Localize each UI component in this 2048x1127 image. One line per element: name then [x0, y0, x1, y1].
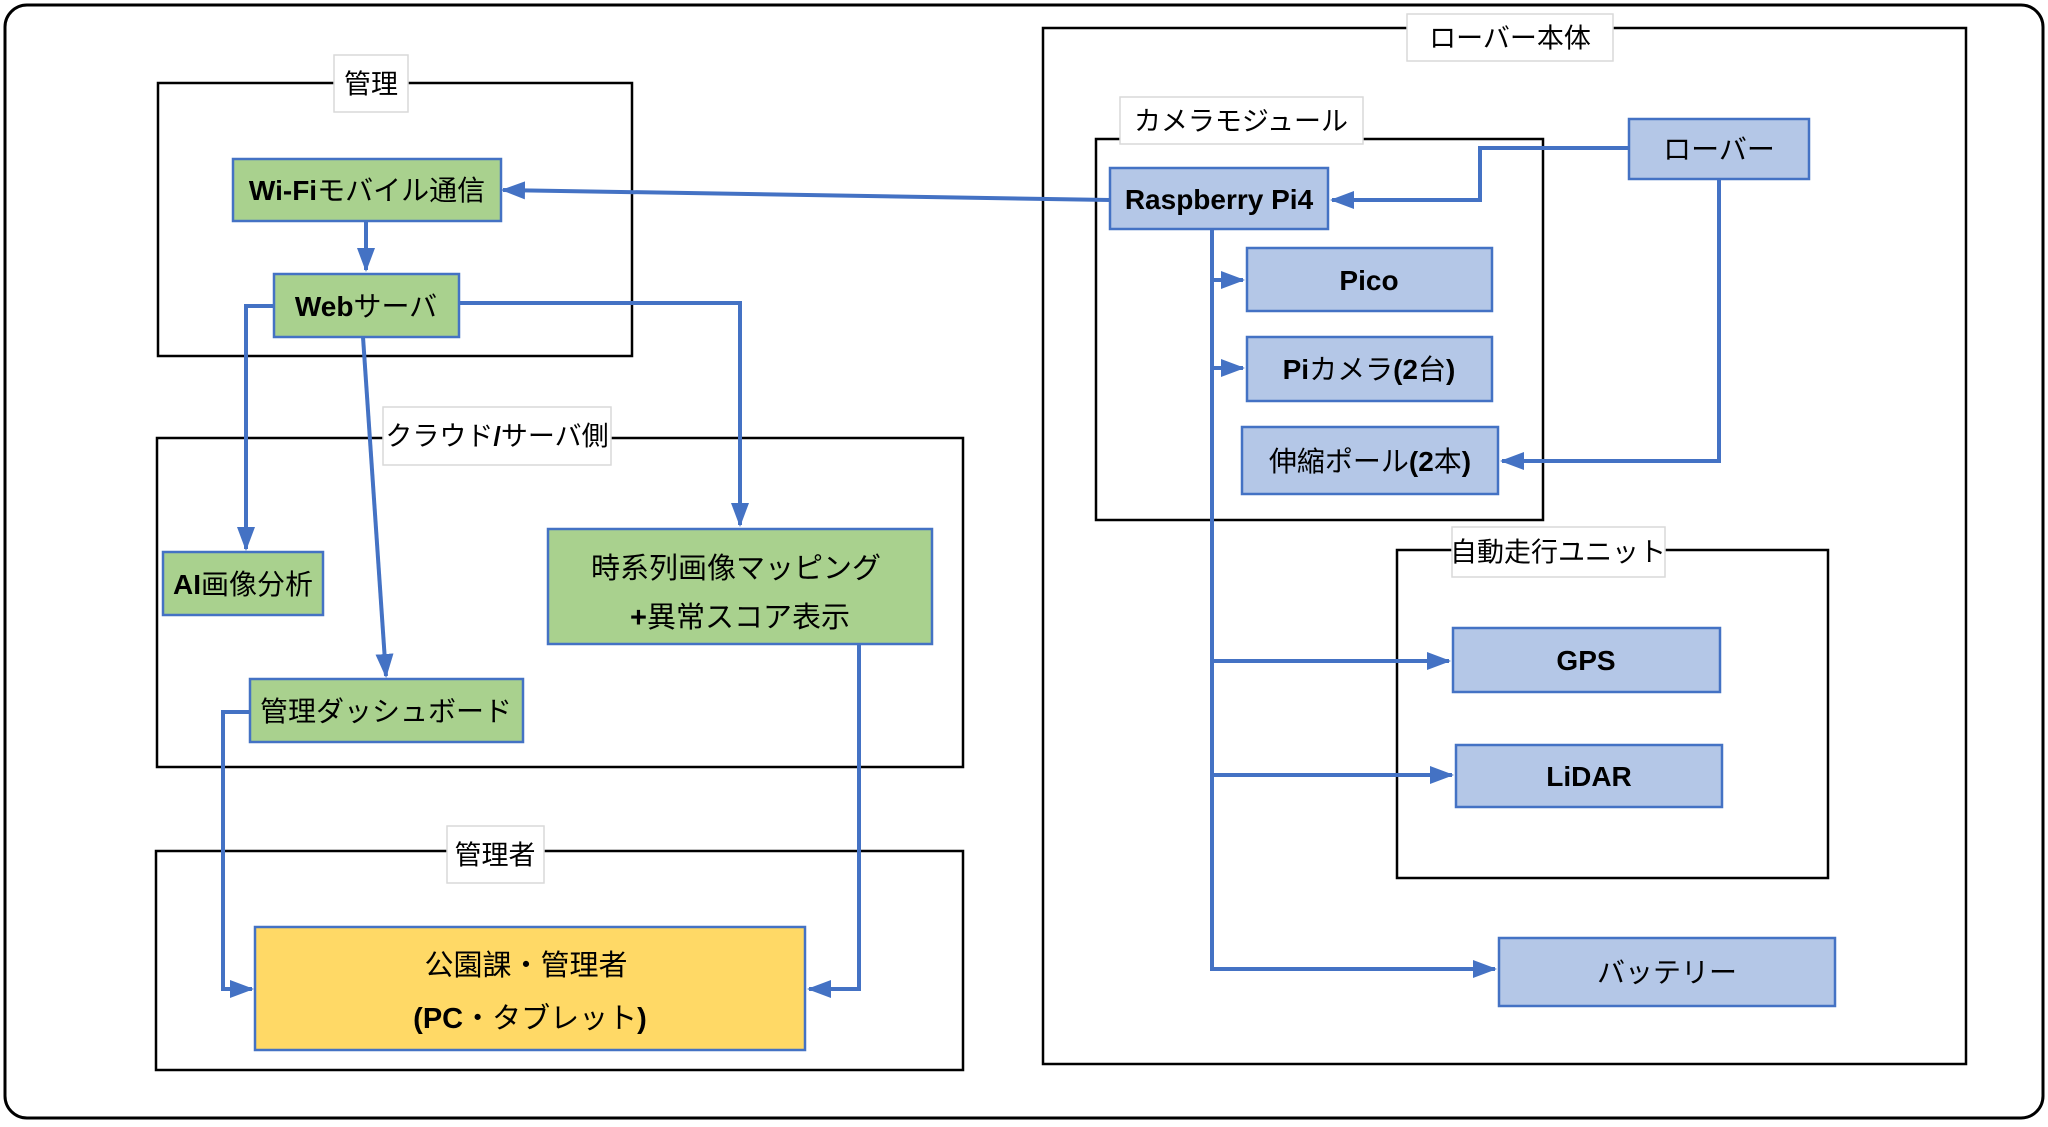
group-label-cloud-server: クラウド/サーバ側 — [385, 421, 608, 451]
edge-timeseries-to-parks-admin — [807, 644, 861, 998]
group-label-management: 管理 — [344, 69, 398, 99]
node-parks-admin-label: 公園課・管理者 (PC・タブレット) — [413, 949, 647, 1035]
node-dashboard — [248, 677, 525, 744]
node-timeseries-label: 時系列画像マッピング +異常スコア表示 — [591, 552, 889, 634]
edge-dashboard-to-parks-admin — [221, 710, 254, 998]
node-ai-analysis — [161, 550, 325, 617]
group-label-admin: 管理者 — [455, 840, 536, 870]
node-timeseries — [546, 527, 934, 646]
group-label-box-autonomous-unit — [1451, 526, 1666, 578]
node-wifi — [231, 157, 503, 223]
edge-raspberrypi-to-wifi — [501, 181, 1111, 202]
edge-rover-to-telescopic-pole — [1500, 180, 1721, 470]
group-admin — [154, 849, 965, 1072]
node-pi-camera-label: Piカメラ(2台) — [1283, 354, 1456, 385]
node-lidar-label: LiDAR — [1546, 761, 1632, 792]
node-rover-label: ローバー — [1663, 134, 1775, 165]
group-autonomous-unit — [1395, 548, 1830, 880]
edge-webserver-to-timeseries — [460, 301, 749, 527]
group-label-box-admin — [446, 825, 545, 884]
node-timeseries-line2: +異常スコア表示 — [630, 601, 850, 634]
node-pico-label: Pico — [1339, 265, 1398, 296]
edge-webserver-to-dashboard — [361, 336, 394, 678]
group-label-box-cloud-server — [382, 406, 612, 466]
group-label-box-management — [333, 54, 409, 113]
node-raspberry-pi4 — [1108, 166, 1330, 231]
edge-raspberrypi-to-battery — [1210, 229, 1497, 978]
node-battery — [1497, 936, 1837, 1008]
group-label-box-rover-body — [1406, 13, 1614, 62]
node-lidar — [1454, 743, 1724, 809]
node-gps-label: GPS — [1556, 645, 1615, 676]
node-parks-admin-line1: 公園課・管理者 — [424, 949, 627, 982]
group-label-camera-module: カメラモジュール — [1134, 106, 1348, 136]
edge-webserver-to-ai-analysis — [237, 304, 274, 551]
node-wifi-label: Wi-Fiモバイル通信 — [249, 175, 485, 206]
group-label-autonomous-unit: 自動走行ユニット — [1450, 537, 1666, 567]
node-telescopic-pole-label: 伸縮ポール(2本) — [1269, 446, 1471, 477]
node-battery-label: バッテリー — [1597, 957, 1737, 988]
node-timeseries-line1: 時系列画像マッピング — [591, 552, 881, 585]
node-dashboard-label: 管理ダッシュボード — [260, 696, 512, 727]
outer-frame — [3, 3, 2045, 1120]
node-gps — [1451, 626, 1722, 694]
node-pico — [1245, 246, 1494, 313]
edges — [221, 146, 1721, 998]
node-parks-admin — [253, 925, 807, 1052]
node-pi-camera — [1245, 335, 1494, 403]
node-rover — [1627, 117, 1811, 181]
node-raspberry-pi4-label: Raspberry Pi4 — [1125, 184, 1314, 215]
group-label-rover-body: ローバー本体 — [1429, 23, 1591, 53]
node-parks-admin-line2: (PC・タブレット) — [413, 1002, 647, 1035]
group-label-box-camera-module — [1119, 96, 1364, 145]
edge-rover-to-raspberrypi — [1330, 146, 1629, 209]
node-web-server-label: Webサーバ — [295, 291, 437, 322]
node-telescopic-pole — [1240, 425, 1500, 496]
node-ai-analysis-label: AI画像分析 — [173, 569, 313, 600]
node-web-server — [272, 272, 461, 339]
